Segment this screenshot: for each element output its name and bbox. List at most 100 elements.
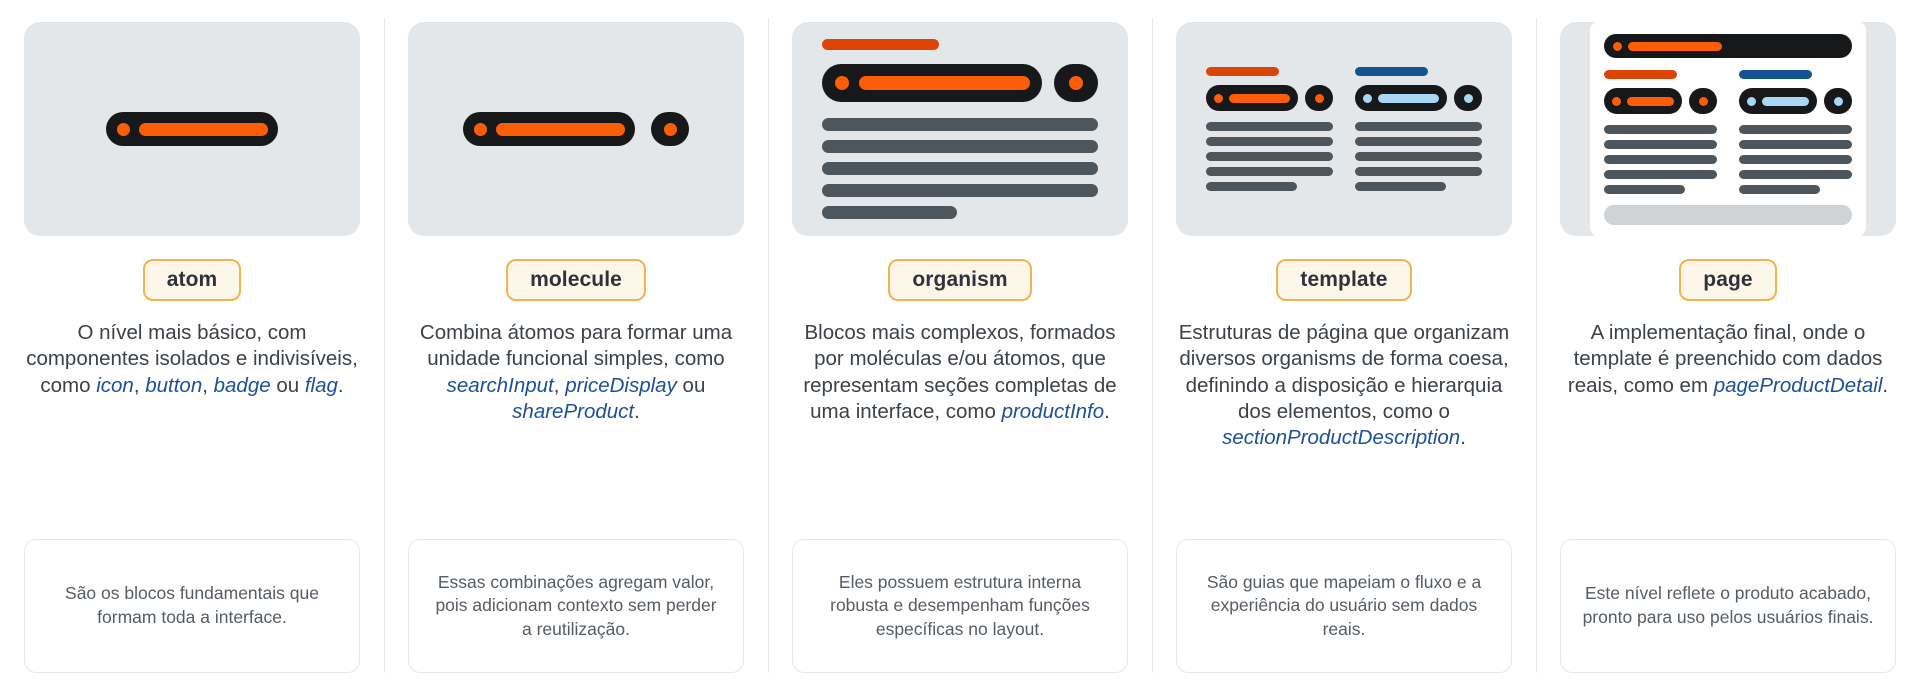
text-placeholder-lines (822, 118, 1098, 219)
input-bar-icon (1355, 85, 1447, 111)
description-text: , (553, 373, 566, 397)
description-text: . (1882, 373, 1889, 397)
input-bar-icon (463, 112, 635, 146)
input-fill-bar (1628, 41, 1723, 51)
level-column-page: page A implementação final, onde o templ… (1536, 0, 1920, 689)
note-box-page: Este nível reflete o produto acabado, pr… (1560, 539, 1896, 673)
circle-button-icon (1689, 88, 1717, 114)
note-box-molecule: Essas combinações agregam valor, pois ad… (408, 539, 744, 673)
section-heading-bar (1355, 67, 1428, 76)
description-text: ou (270, 373, 305, 397)
note-text-page: Este nível reflete o produto acabado, pr… (1582, 583, 1874, 627)
note-text-organism: Eles possuem estrutura interna robusta e… (830, 571, 1090, 639)
description-organism: Blocos mais complexos, formados por molé… (792, 320, 1128, 425)
text-line (822, 118, 1098, 131)
page-layout-preview (1560, 21, 1896, 237)
text-line (1355, 152, 1482, 161)
circle-button-icon (1305, 85, 1333, 111)
template-column-secondary (1355, 67, 1482, 191)
text-placeholder-lines (1739, 125, 1852, 194)
section-heading-bar (1739, 70, 1812, 79)
input-bar-icon (106, 112, 278, 146)
description-text: Blocos mais complexos, formados por molé… (803, 321, 1117, 423)
code-term: flag (304, 373, 338, 397)
page-column-secondary (1739, 70, 1852, 194)
template-layout-preview (1176, 67, 1512, 191)
section-heading-bar (822, 39, 939, 50)
dot-icon (1747, 96, 1756, 106)
description-text: . (634, 399, 640, 423)
dot-icon (835, 76, 849, 90)
text-placeholder-lines (1355, 122, 1482, 191)
badge-page: page (1679, 259, 1777, 302)
input-fill-bar (1762, 96, 1809, 106)
text-line (1739, 155, 1852, 164)
input-fill-bar (1378, 93, 1439, 103)
note-box-organism: Eles possuem estrutura interna robusta e… (792, 539, 1128, 673)
code-term: badge (213, 373, 271, 397)
code-term: icon (96, 373, 134, 397)
molecule-illustration-panel (408, 22, 744, 236)
note-text-atom: São os blocos fundamentais que formam to… (65, 583, 319, 627)
text-line (1206, 137, 1333, 146)
description-text: Estruturas de página que organizam diver… (1178, 321, 1510, 423)
badge-organism: organism (888, 259, 1032, 302)
circle-button-icon (651, 112, 689, 146)
dot-icon (1463, 93, 1473, 103)
description-text: A implementação final, onde o template é… (1567, 321, 1883, 397)
text-line (1739, 140, 1852, 149)
description-text: O nível mais básico, com componentes iso… (26, 321, 358, 397)
text-line (1355, 167, 1482, 176)
level-column-atom: atom O nível mais básico, com componente… (0, 0, 384, 689)
atom-component-preview (24, 112, 360, 146)
dot-icon (1613, 41, 1622, 51)
text-line (822, 206, 958, 219)
input-bar-icon (822, 64, 1042, 102)
description-template: Estruturas de página que organizam diver… (1176, 320, 1512, 451)
note-text-template: São guias que mapeiam o fluxo e a experi… (1206, 571, 1482, 639)
section-heading-bar (1206, 67, 1279, 76)
text-line (1604, 185, 1686, 194)
text-line (1739, 170, 1852, 179)
code-term: pageProductDetail (1713, 373, 1883, 397)
description-atom: O nível mais básico, com componentes iso… (24, 320, 360, 399)
text-line (1739, 185, 1821, 194)
template-control-row (1355, 85, 1482, 111)
text-line (1355, 137, 1482, 146)
input-bar-icon (1206, 85, 1298, 111)
section-heading-bar (1604, 70, 1677, 79)
code-term: shareProduct (512, 399, 635, 423)
dot-icon (1363, 93, 1372, 103)
input-bar-icon (1739, 88, 1817, 114)
code-term: productInfo (1001, 399, 1105, 423)
page-illustration-panel (1560, 21, 1896, 237)
organism-component-preview (792, 39, 1128, 219)
circle-button-icon (1054, 64, 1098, 102)
description-text: . (1460, 426, 1466, 450)
page-white-card (1590, 21, 1866, 237)
note-box-atom: São os blocos fundamentais que formam to… (24, 539, 360, 673)
text-line (1604, 170, 1717, 179)
dot-icon (1833, 96, 1843, 106)
text-line (1355, 182, 1447, 191)
description-text: . (337, 373, 344, 397)
dot-icon (1612, 96, 1621, 106)
input-fill-bar (1229, 93, 1290, 103)
atom-illustration-panel (24, 22, 360, 236)
text-line (1604, 140, 1717, 149)
template-column-primary (1206, 67, 1333, 191)
text-line (1604, 155, 1717, 164)
text-line (1739, 125, 1852, 134)
text-line (1604, 125, 1717, 134)
organism-control-row (822, 64, 1098, 102)
template-illustration-panel (1176, 22, 1512, 236)
page-footer-bar (1604, 205, 1852, 225)
text-line (1355, 122, 1482, 131)
text-line (1206, 122, 1333, 131)
badge-molecule: molecule (506, 259, 646, 302)
level-column-molecule: molecule Combina átomos para formar uma … (384, 0, 768, 689)
page-control-row (1604, 88, 1717, 114)
dot-icon (474, 122, 487, 136)
template-control-row (1206, 85, 1333, 111)
